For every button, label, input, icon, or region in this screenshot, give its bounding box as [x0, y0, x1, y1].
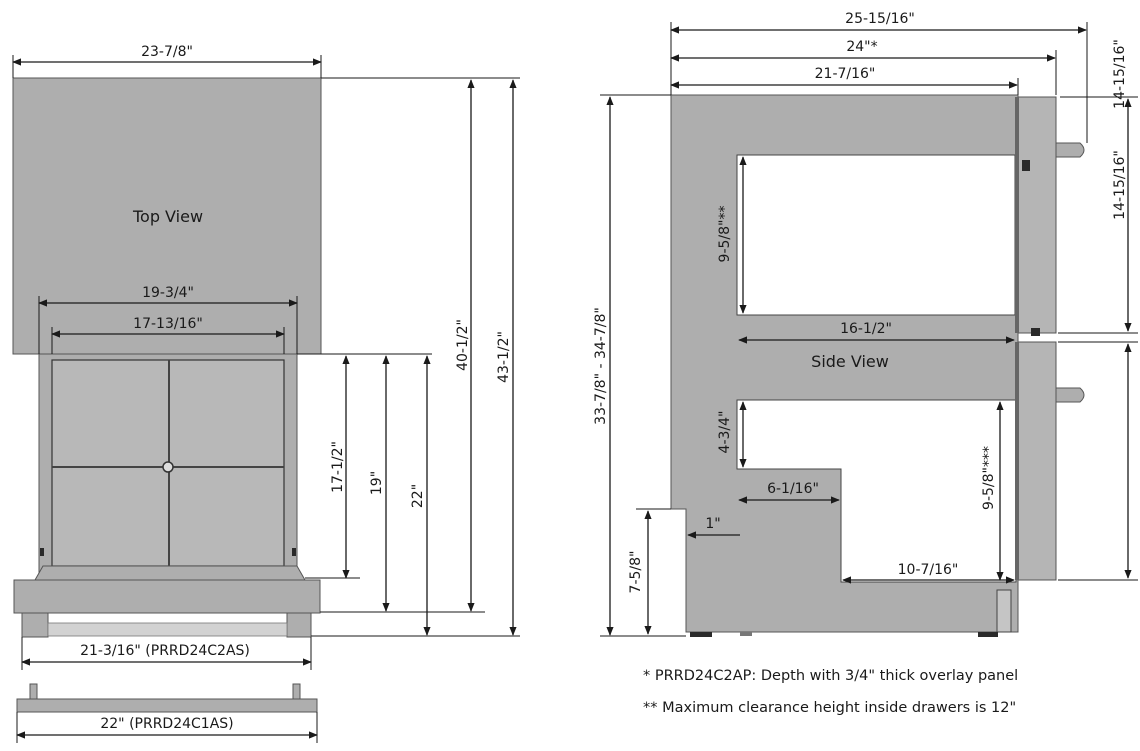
dim-lower-depth: 10-7/16" — [898, 562, 959, 578]
dim-drawer-lower-height: 9-5/8"*** — [981, 446, 997, 510]
upper-latch — [1022, 160, 1030, 171]
kick-vent — [996, 589, 1012, 633]
upper-front-edge — [1015, 97, 1019, 333]
dim-height-a: 40-1/2" — [455, 319, 471, 371]
upper-cavity — [736, 154, 1016, 316]
note-overlay-panel: * PRRD24C2AP: Depth with 3/4" thick over… — [643, 668, 1018, 684]
dim-base-width-c1as: 22" (PRRD24C1AS) — [100, 716, 233, 732]
notes: * PRRD24C2AP: Depth with 3/4" thick over… — [643, 668, 1018, 716]
drawer-lip — [34, 565, 306, 581]
dim-drawer-depth: 16-1/2" — [840, 321, 892, 337]
mid-latch — [1031, 328, 1040, 336]
dim-inner-width-a: 19-3/4" — [142, 285, 194, 301]
rear-foot — [690, 632, 712, 637]
dim-depth-cabinet: 21-7/16" — [815, 66, 876, 82]
dim-depth-a: 17-1/2" — [330, 441, 346, 493]
top-view-label: Top View — [132, 207, 203, 226]
base-bracket-left — [29, 683, 38, 700]
dim-drawer-upper-height: 9-5/8"** — [717, 206, 733, 263]
dim-inner-width-b: 17-13/16" — [133, 316, 203, 332]
dim-depth-total: 25-15/16" — [845, 11, 915, 27]
slide-stop-left — [40, 548, 44, 556]
dim-depth-b: 19" — [369, 471, 385, 495]
dim-toe-gap: 1" — [705, 516, 720, 532]
base-plinth — [47, 622, 288, 637]
top-view: Top View 23-7/8" 19-3/4" 17-13/16" 17-1/… — [12, 44, 520, 743]
mid-foot — [740, 632, 752, 636]
dim-width-overall: 23-7/8" — [141, 44, 193, 60]
dim-depth-overlay: 24"* — [846, 39, 877, 55]
dim-depth-c: 22" — [410, 484, 426, 508]
dim-height-b: 43-1/2" — [496, 331, 512, 383]
cabinet-top — [12, 77, 322, 355]
dim-drawer-front-height-b: 14-15/16" — [1112, 39, 1128, 109]
lower-handle-icon — [1055, 387, 1085, 403]
front-foot — [978, 632, 998, 637]
dim-height-range: 33-7/8" - 34-7/8" — [593, 307, 609, 425]
drawer-front — [13, 579, 321, 614]
side-view: Side View 25-15/16" 24"* 21-7/16" 33-7/8… — [593, 11, 1138, 637]
note-max-clearance: ** Maximum clearance height inside drawe… — [643, 700, 1016, 716]
divider-center-knob — [162, 461, 174, 473]
lower-drawer-front — [1017, 341, 1057, 581]
lower-front-edge — [1015, 342, 1019, 580]
dim-lower-step-height: 4-3/4" — [717, 411, 733, 454]
dim-base-width-c2as: 21-3/16" (PRRD24C2AS) — [80, 643, 250, 659]
dim-lower-step-depth: 6-1/16" — [767, 481, 819, 497]
base-bracket-right — [292, 683, 301, 700]
base-strip — [16, 698, 318, 713]
dim-toe-height: 7-5/8" — [628, 551, 644, 594]
upper-drawer-front — [1017, 96, 1057, 334]
foot-left — [21, 612, 49, 638]
upper-handle-icon — [1055, 142, 1085, 158]
dim-drawer-front-height: 14-15/16" — [1112, 150, 1128, 220]
slide-stop-right — [292, 548, 296, 556]
side-view-label: Side View — [811, 352, 889, 371]
foot-right — [286, 612, 312, 638]
